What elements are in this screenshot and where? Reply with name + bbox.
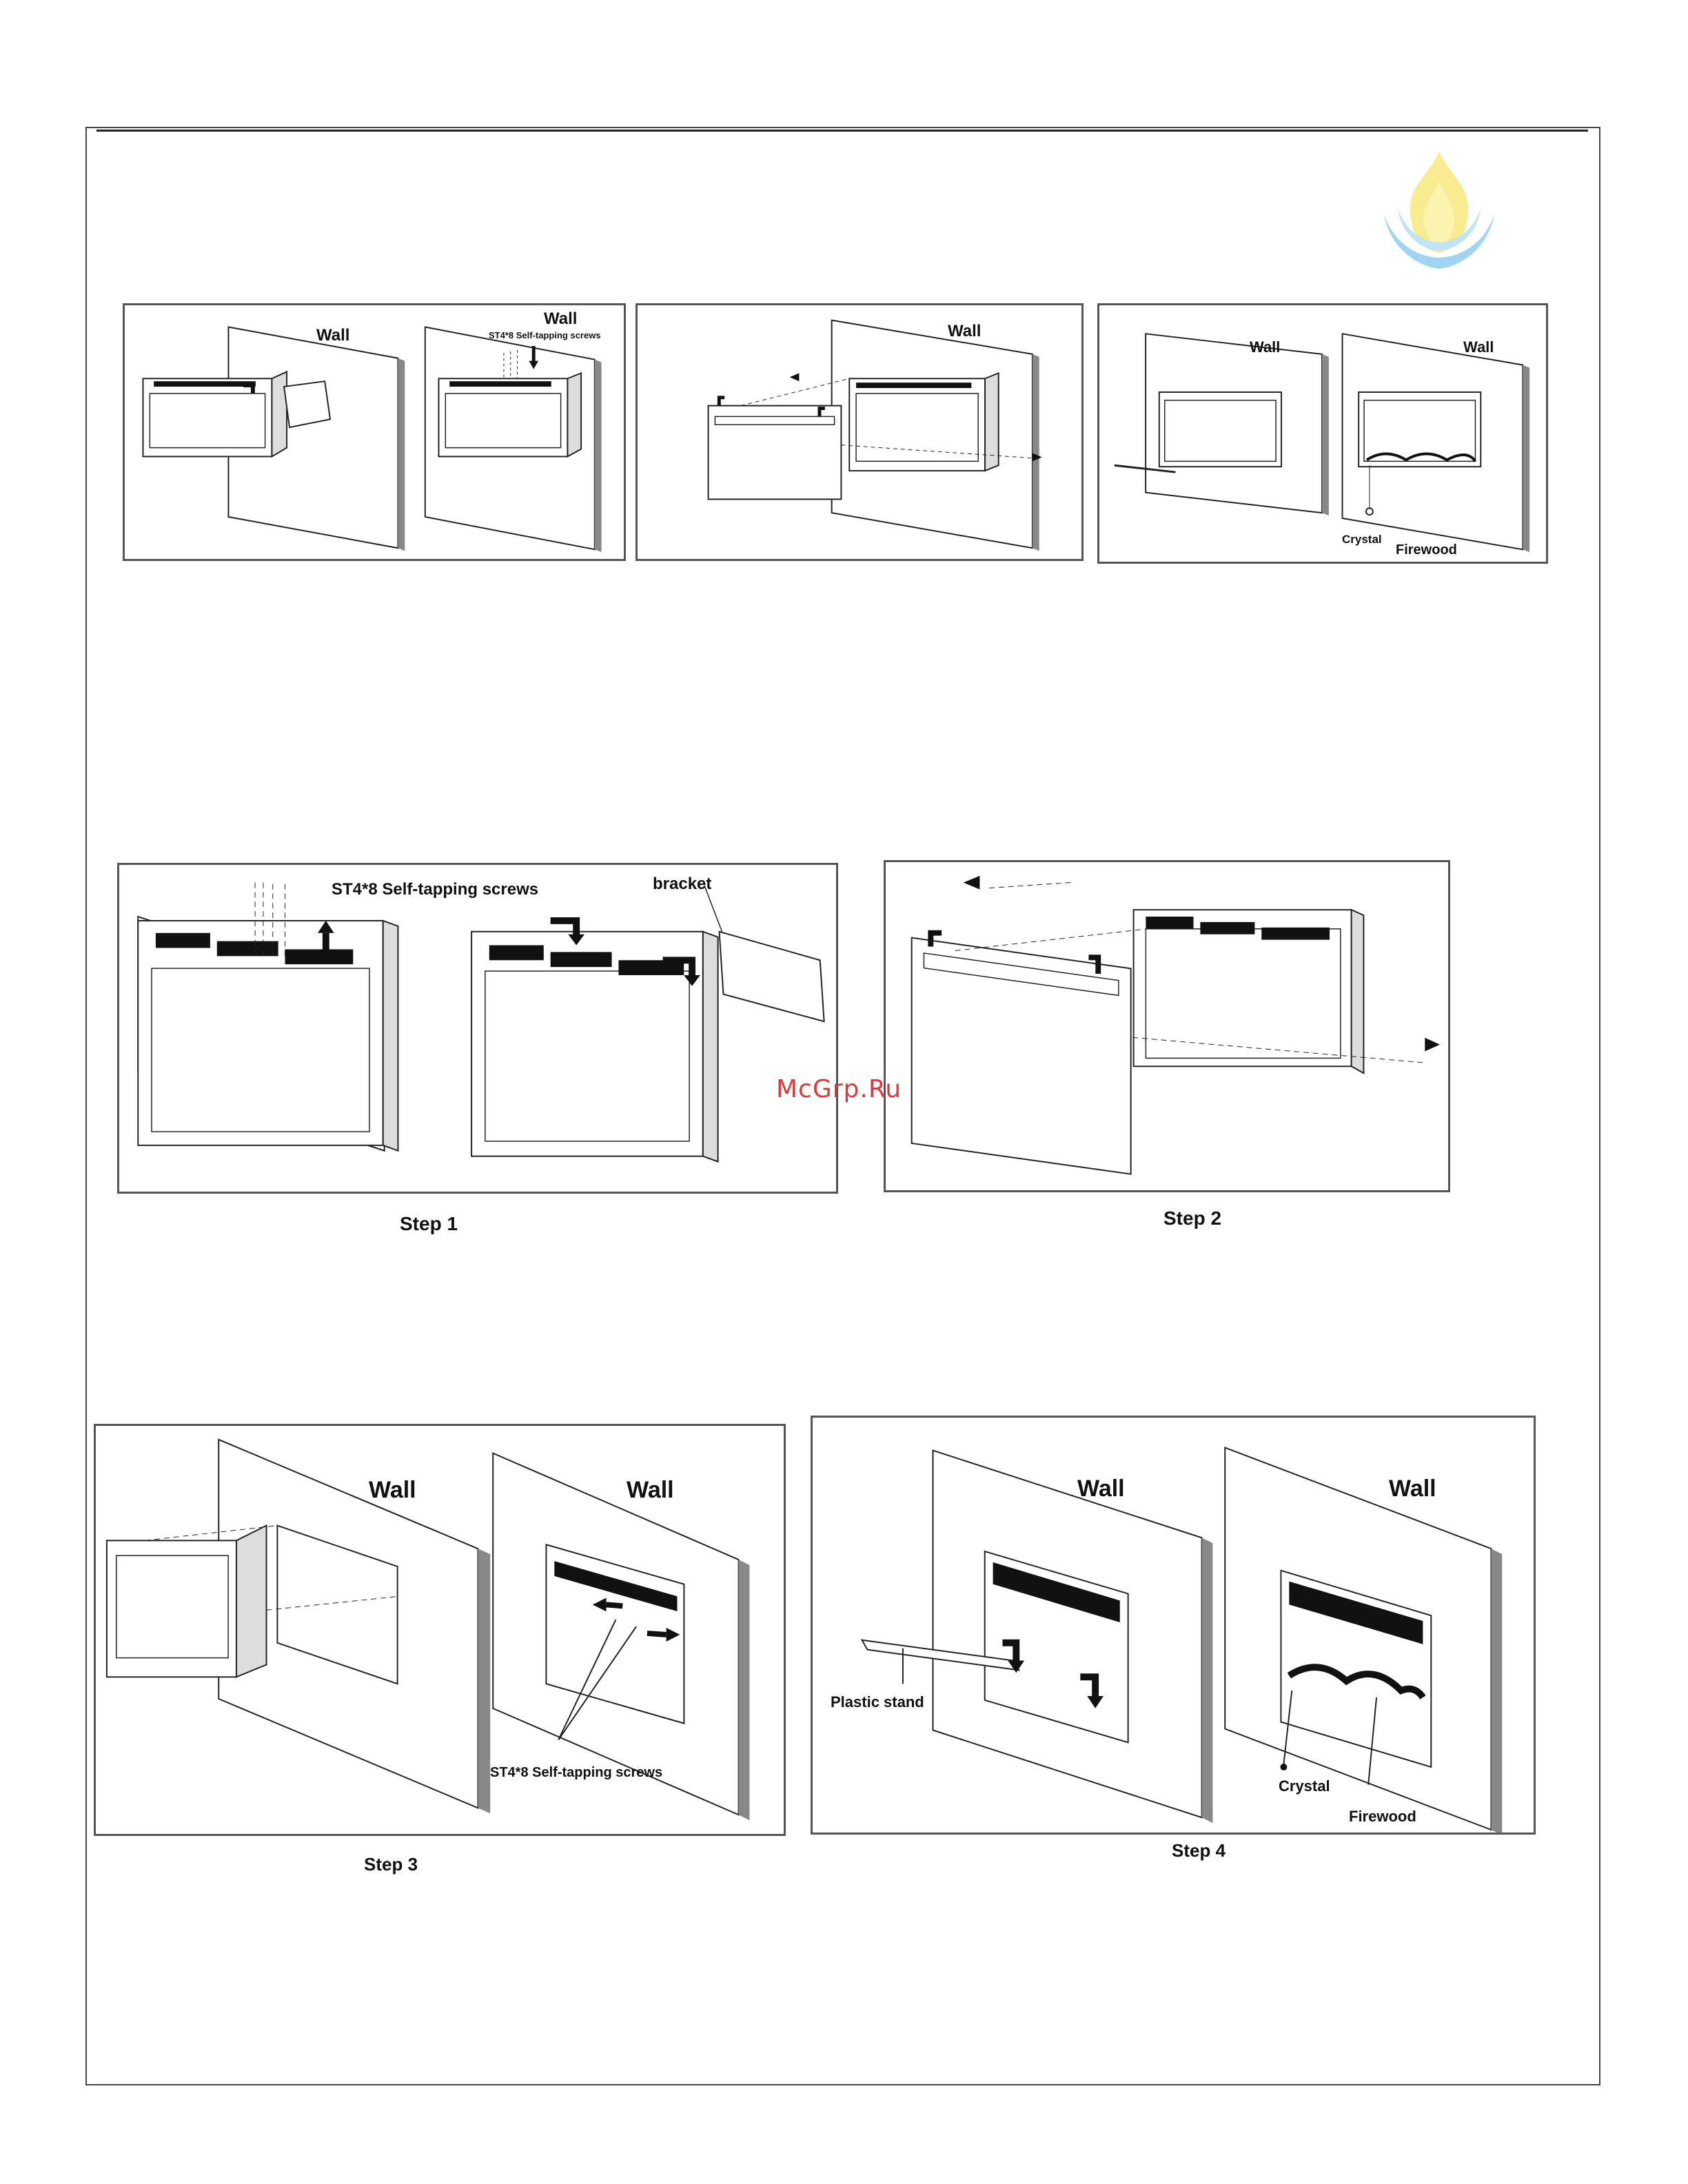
wall-label: Wall	[1463, 338, 1494, 356]
bracket-label: bracket	[653, 875, 711, 894]
flame-logo-icon	[1370, 146, 1508, 276]
wall-label: Wall	[1250, 338, 1280, 356]
step3-drawing	[96, 1426, 784, 1834]
firewood-label: Firewood	[1349, 1808, 1416, 1826]
plastic-stand-label: Plastic stand	[831, 1693, 924, 1711]
crystal-label: Crystal	[1342, 533, 1382, 547]
overview-panel-1-drawing	[125, 305, 624, 559]
step3-panel: Wall Wall ST4*8 Self-tapping screws	[94, 1424, 786, 1836]
step1-drawing	[119, 865, 836, 1192]
step4-panel: Wall Wall Plastic stand Crystal Firewood	[811, 1416, 1536, 1835]
wall-label: Wall	[1077, 1476, 1125, 1502]
step1-caption: Step 1	[400, 1213, 458, 1235]
screws-label: ST4*8 Self-tapping screws	[489, 330, 601, 340]
screws-label: ST4*8 Self-tapping screws	[332, 880, 538, 899]
wall-label: Wall	[369, 1477, 416, 1504]
overview-panel-1: Wall Wall ST4*8 Self-tapping screws	[123, 303, 626, 561]
firewood-label: Firewood	[1396, 542, 1457, 558]
screws-label: ST4*8 Self-tapping screws	[490, 1765, 662, 1781]
step2-panel	[884, 860, 1450, 1192]
watermark-text: McGrp.Ru	[776, 1075, 902, 1103]
wall-label: Wall	[1389, 1476, 1436, 1502]
crystal-label: Crystal	[1279, 1777, 1330, 1795]
wall-label: Wall	[627, 1477, 674, 1504]
wall-label: Wall	[948, 322, 981, 341]
step2-caption: Step 2	[1163, 1207, 1221, 1229]
step1-panel: ST4*8 Self-tapping screws bracket	[117, 863, 838, 1194]
step3-caption: Step 3	[364, 1854, 418, 1875]
wall-label: Wall	[316, 326, 349, 345]
step4-caption: Step 4	[1172, 1840, 1226, 1861]
step2-drawing	[886, 862, 1448, 1190]
overview-panel-2-drawing	[638, 305, 1081, 559]
header-rule	[96, 130, 1588, 132]
wall-label: Wall	[544, 309, 577, 329]
overview-panel-3: Wall Wall Crystal Firewood	[1097, 303, 1548, 564]
overview-panel-2: Wall	[635, 303, 1084, 561]
